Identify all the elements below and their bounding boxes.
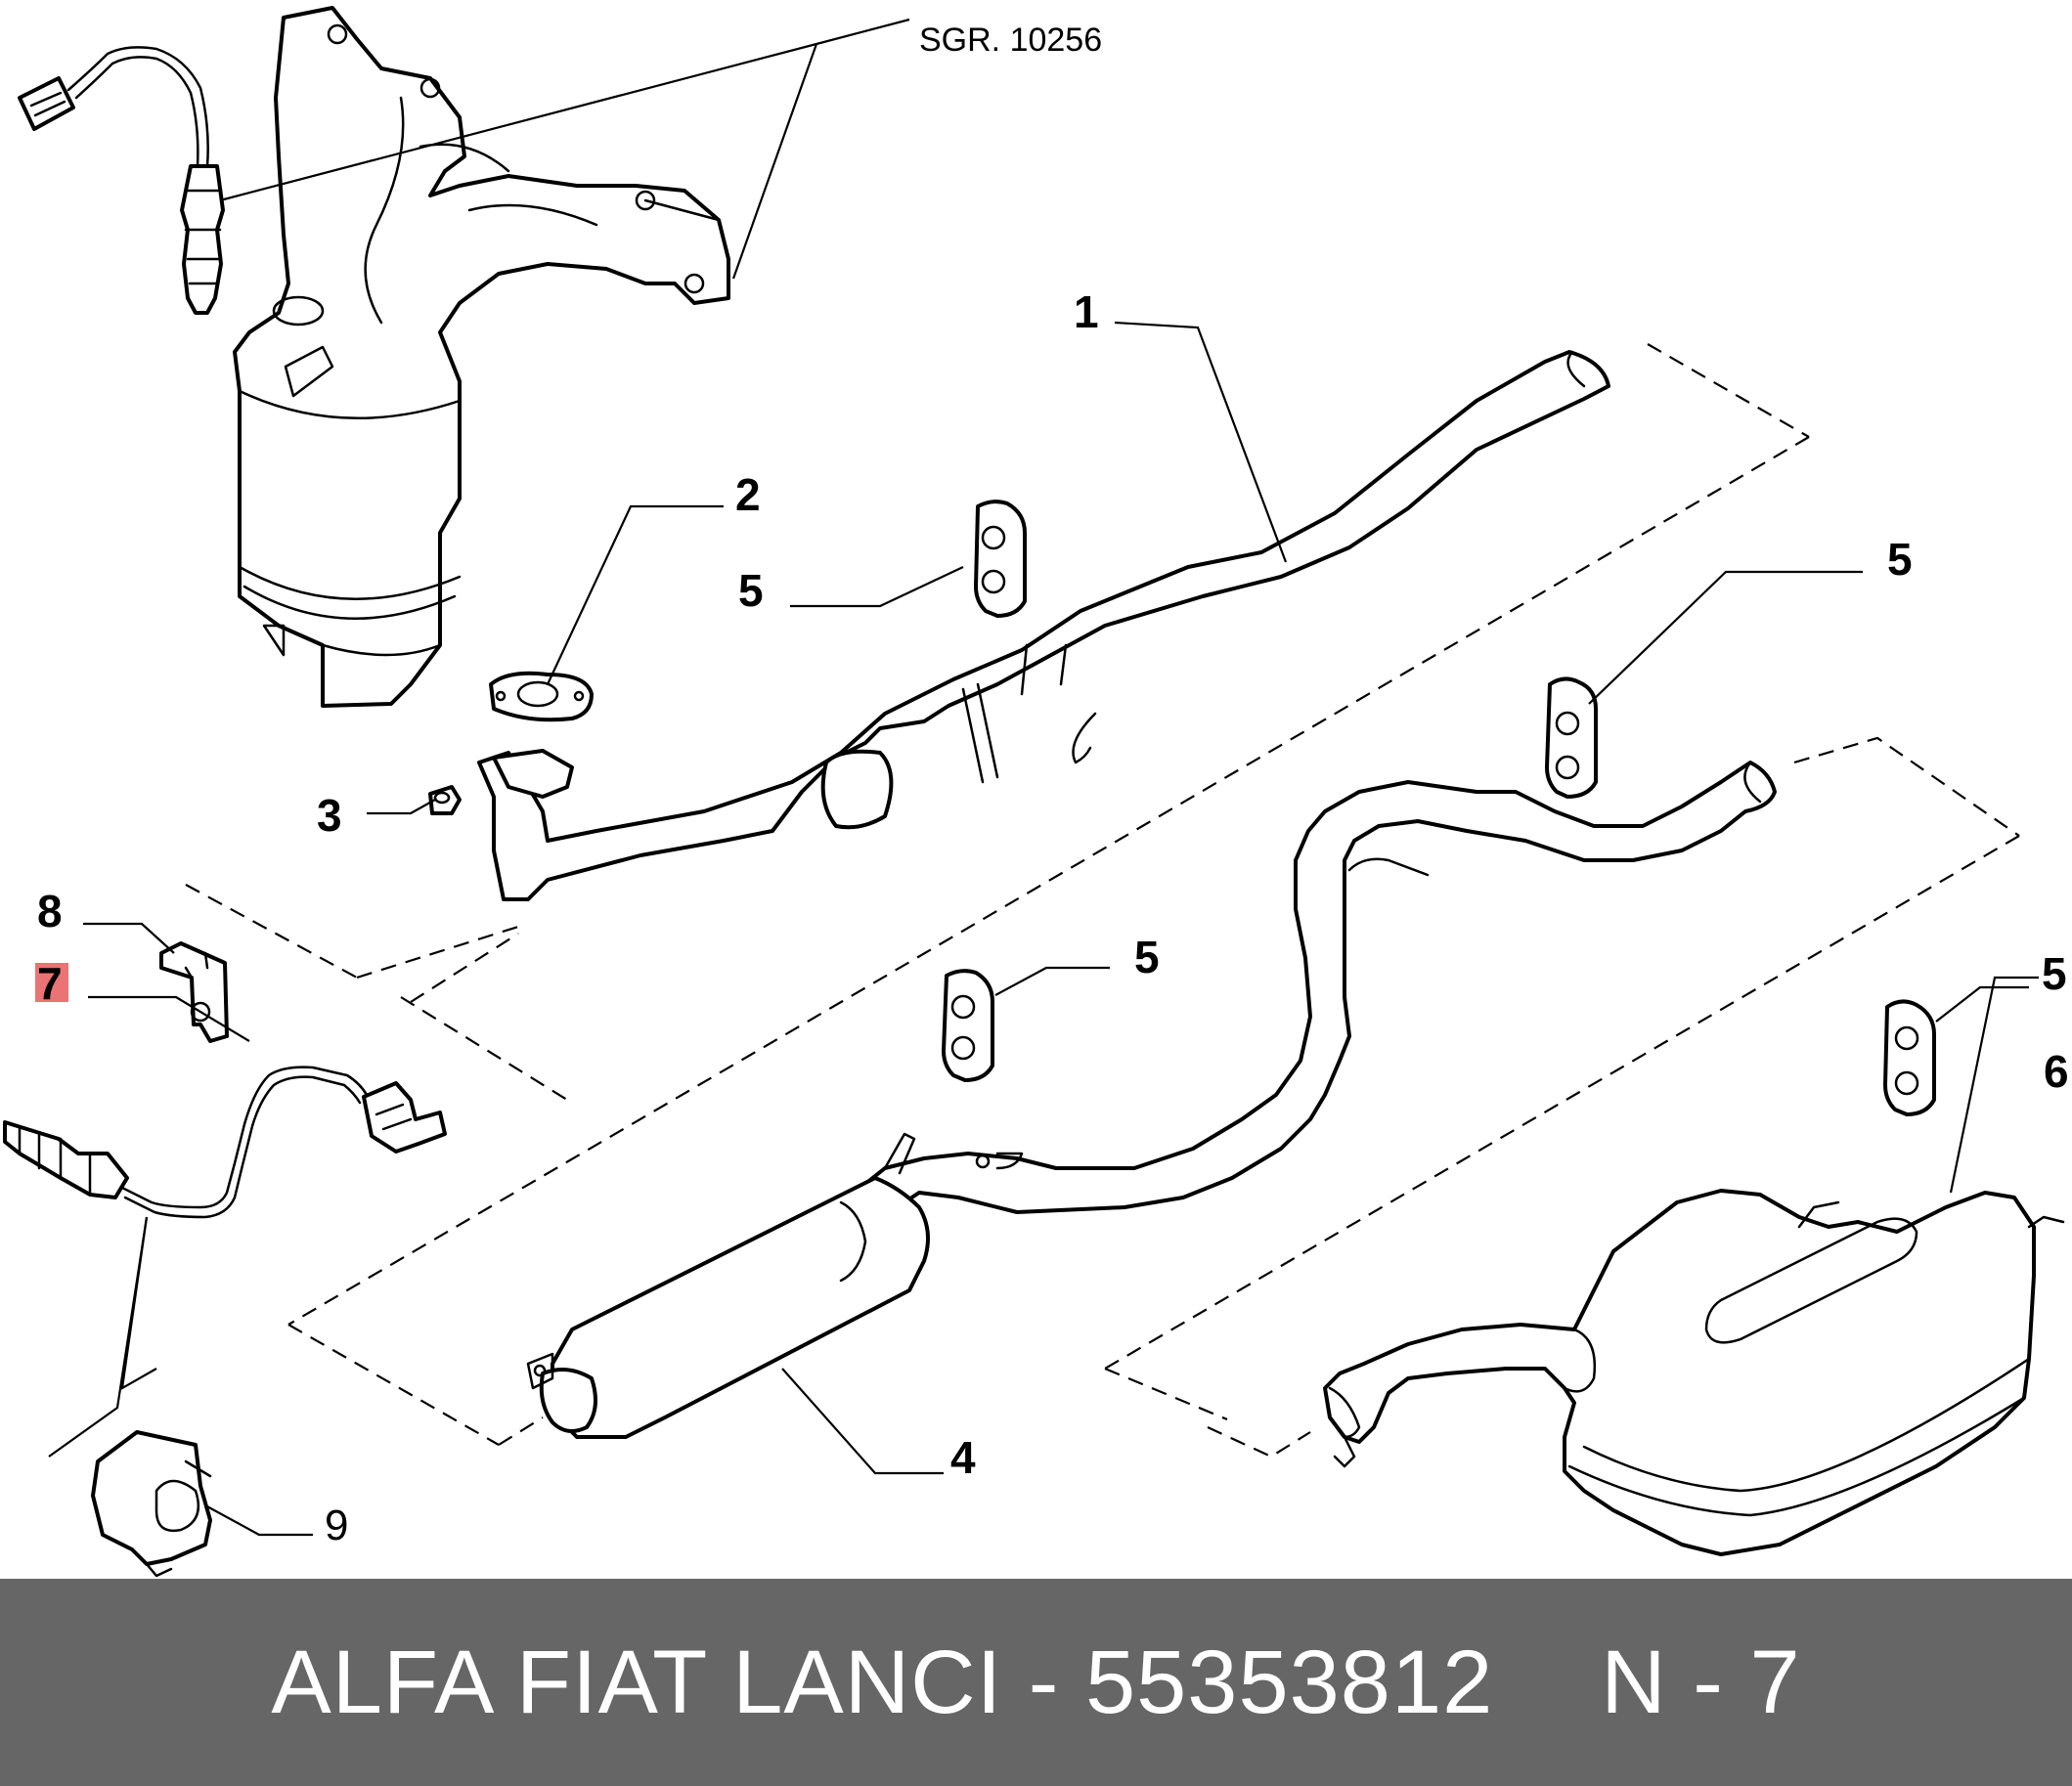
position-number: N - 7 (1601, 1632, 1801, 1732)
front-exhaust-pipe (477, 350, 1610, 901)
flange-gasket (489, 671, 594, 722)
leader-lines (48, 18, 2039, 1537)
diagram-canvas: SGR. 10256 1 2 3 4 5 5 5 5 6 7 8 9 (3, 6, 2069, 1578)
brand-part-number: ALFA FIAT LANCI - 55353812 (271, 1632, 1494, 1732)
callout-8[interactable]: 8 (37, 886, 63, 937)
callout-3[interactable]: 3 (317, 790, 342, 841)
clip (91, 1430, 212, 1578)
reference-label: SGR. 10256 (919, 22, 1102, 59)
callout-5b[interactable]: 5 (1887, 534, 1913, 585)
exhaust-system-diagram: SGR. 10256 1 2 3 4 5 5 5 5 6 7 8 9 (3, 6, 2069, 1578)
callout-5c[interactable]: 5 (1134, 932, 1160, 982)
callouts: SGR. 10256 1 2 3 4 5 5 5 5 6 7 8 9 (37, 22, 2069, 1549)
assembly-outlines (185, 343, 2020, 1459)
bracket (159, 941, 229, 1043)
exhaust-manifold-catalyst (233, 6, 730, 708)
lower-oxygen-sensor (3, 1066, 447, 1219)
callout-2[interactable]: 2 (735, 469, 761, 520)
callout-9[interactable]: 9 (325, 1502, 348, 1549)
rubber-hangers (942, 500, 1936, 1116)
callout-1[interactable]: 1 (1074, 286, 1099, 337)
callout-4[interactable]: 4 (950, 1432, 976, 1483)
callout-7-highlight (35, 963, 68, 1002)
rear-silencer (1323, 1189, 2065, 1556)
upper-oxygen-sensor (18, 46, 225, 315)
callout-6[interactable]: 6 (2044, 1046, 2069, 1097)
footer-bar: ALFA FIAT LANCI - 55353812 N - 7 (0, 1579, 2072, 1786)
callout-5d[interactable]: 5 (2042, 948, 2067, 999)
callout-5a[interactable]: 5 (738, 565, 764, 616)
middle-silencer-pipe (526, 761, 1777, 1439)
nut (428, 785, 462, 815)
callout-7[interactable]: 7 (37, 958, 63, 1009)
